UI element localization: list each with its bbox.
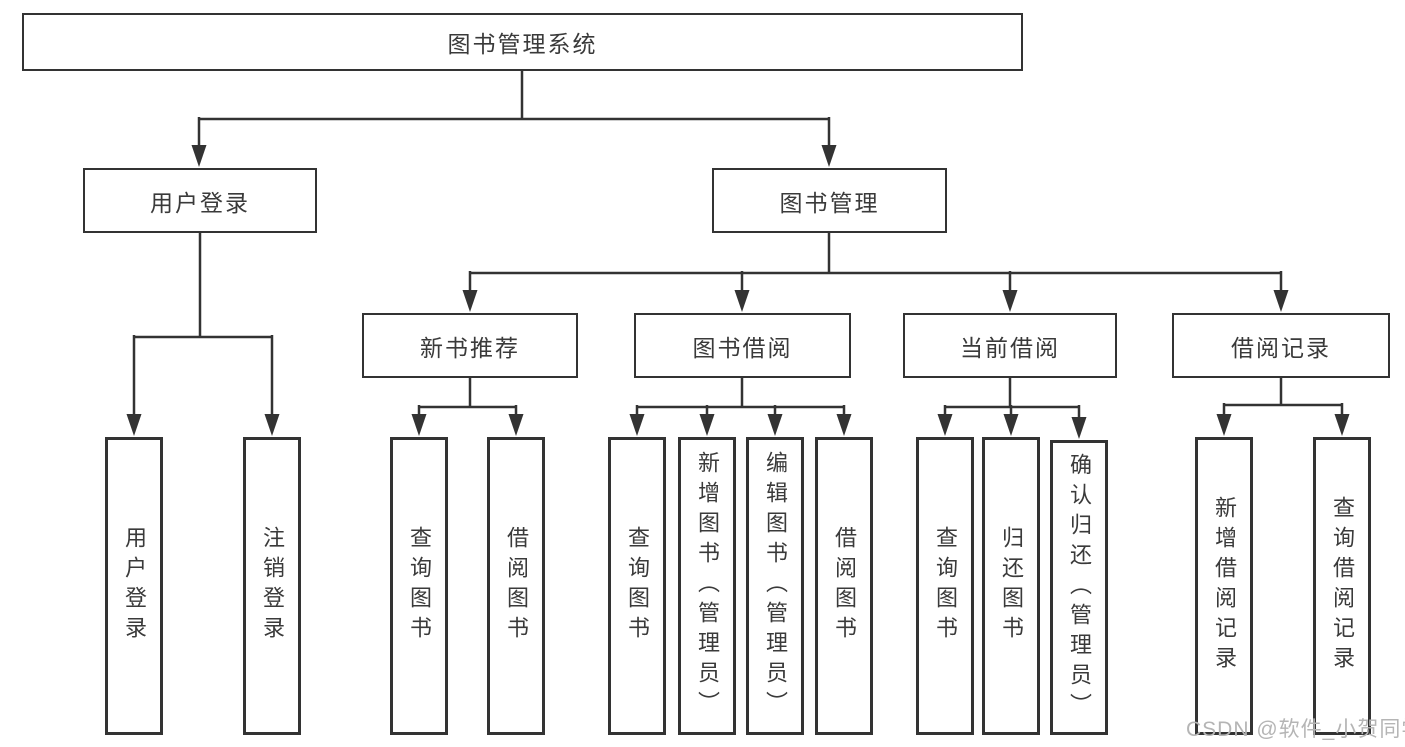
node-borrowing-records: 借阅记录 xyxy=(1172,313,1390,378)
node-book-management: 图书管理 xyxy=(712,168,947,233)
leaf-newbook-query-books: 查询图书 xyxy=(390,437,448,735)
leaf-current-confirm-return-admin: 确认归还（管理员） xyxy=(1050,440,1108,735)
leaf-borrow-edit-books-admin: 编辑图书（管理员） xyxy=(746,437,804,735)
node-book-borrowing: 图书借阅 xyxy=(634,313,851,378)
leaf-logout: 注销登录 xyxy=(243,437,301,735)
leaf-record-query-borrow-record: 查询借阅记录 xyxy=(1313,437,1371,735)
leaf-current-return-books: 归还图书 xyxy=(982,437,1040,735)
node-new-book-recommend: 新书推荐 xyxy=(362,313,578,378)
leaf-newbook-borrow-books: 借阅图书 xyxy=(487,437,545,735)
node-root-title: 图书管理系统 xyxy=(22,13,1023,71)
node-current-borrowing: 当前借阅 xyxy=(903,313,1117,378)
leaf-record-add-borrow-record: 新增借阅记录 xyxy=(1195,437,1253,735)
leaf-borrow-add-books-admin: 新增图书（管理员） xyxy=(678,437,736,735)
leaf-borrow-borrow-books: 借阅图书 xyxy=(815,437,873,735)
arrowheads xyxy=(126,145,1350,439)
leaf-borrow-query-books: 查询图书 xyxy=(608,437,666,735)
leaf-user-login: 用户登录 xyxy=(105,437,163,735)
node-user-login: 用户登录 xyxy=(83,168,317,233)
csdn-watermark: CSDN @软件_小贺同学 xyxy=(1186,718,1405,741)
leaf-current-query-books: 查询图书 xyxy=(916,437,974,735)
